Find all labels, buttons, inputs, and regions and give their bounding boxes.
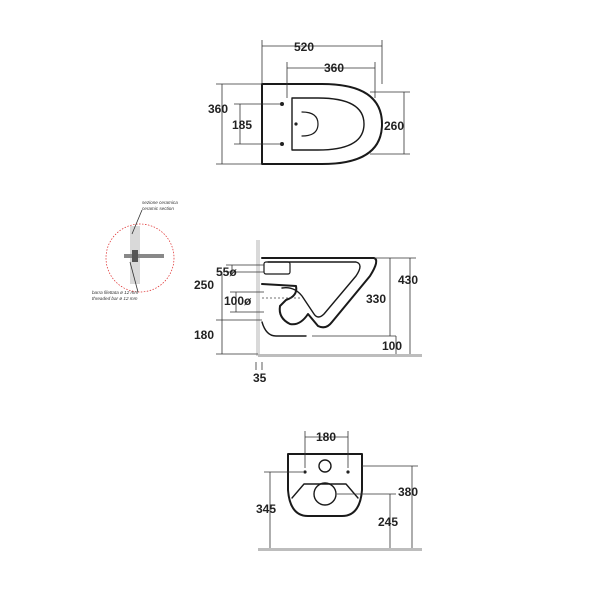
top-view-inner-rim xyxy=(301,111,319,137)
dim-side-35: 35 xyxy=(253,371,267,385)
callout-bar-en: threaded bar ø 12 mm xyxy=(92,296,138,301)
dim-top-260: 260 xyxy=(384,119,404,133)
front-view: 180 345 380 245 xyxy=(256,430,422,551)
front-fix-left xyxy=(303,470,307,474)
dim-front-245: 245 xyxy=(378,515,398,529)
side-view-base xyxy=(261,321,307,337)
dim-front-180: 180 xyxy=(316,430,336,444)
side-view-bowl-profile xyxy=(261,257,378,329)
dim-side-180: 180 xyxy=(194,328,214,342)
callout-section-en: ceramic section xyxy=(142,206,174,211)
top-view-bowl-outline xyxy=(261,83,383,165)
dim-side-430: 430 xyxy=(398,273,418,287)
dim-side-55: 55ø xyxy=(216,265,237,279)
dim-side-100: 100ø xyxy=(224,294,252,308)
wall xyxy=(256,240,260,356)
dim-front-345: 345 xyxy=(256,502,276,516)
front-fix-right xyxy=(346,470,350,474)
ceramic-section-callout: sezione ceramica ceramic section barra f… xyxy=(92,200,178,301)
dim-front-380: 380 xyxy=(398,485,418,499)
floor-side xyxy=(258,354,422,357)
callout-section-it: sezione ceramica xyxy=(142,200,178,205)
dim-top-185: 185 xyxy=(232,118,252,132)
side-view-bowl-inner xyxy=(267,261,361,318)
front-view-bowl-outline xyxy=(287,453,363,517)
inlet-hole xyxy=(294,122,298,126)
front-view-inlet xyxy=(318,459,332,473)
dim-top-360-horizontal: 360 xyxy=(324,61,344,75)
callout-bar-it: barra filettata ø 12 mm xyxy=(92,290,138,295)
front-view-rim xyxy=(291,483,359,499)
top-view: 520 360 360 185 260 xyxy=(208,40,410,165)
dim-top-520: 520 xyxy=(294,40,314,54)
dim-top-360-vertical: 360 xyxy=(208,102,228,116)
floor-front xyxy=(258,548,422,551)
side-view: 55ø 250 100ø 180 35 430 330 100 xyxy=(92,200,422,385)
dim-side-250: 250 xyxy=(194,278,214,292)
top-view-seat-opening xyxy=(291,97,365,151)
dim-side-330: 330 xyxy=(366,292,386,306)
inlet-pipe xyxy=(263,261,291,275)
dim-side-100-floor: 100 xyxy=(382,339,402,353)
fixing-hole-top xyxy=(280,102,284,106)
fixing-hole-bottom xyxy=(280,142,284,146)
front-view-outlet xyxy=(313,482,337,506)
